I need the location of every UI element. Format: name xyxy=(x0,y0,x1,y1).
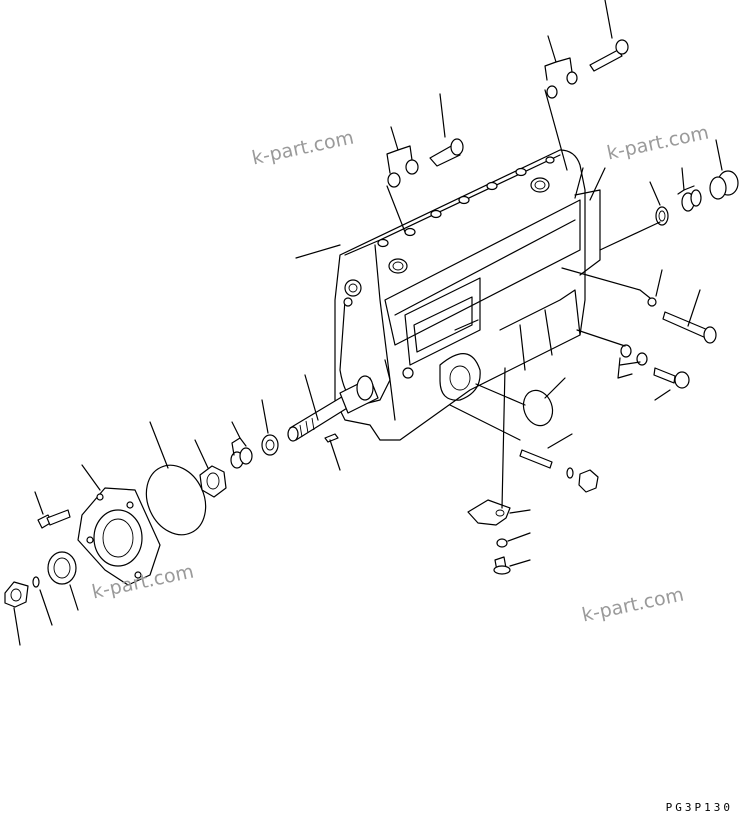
seal-right xyxy=(655,189,702,226)
nut-left xyxy=(199,465,227,498)
o-ring-large xyxy=(145,464,207,536)
washers-top xyxy=(546,71,578,99)
top-ports xyxy=(377,156,555,274)
small-washer-bottom xyxy=(496,538,508,548)
bottom-screw xyxy=(493,556,511,575)
bolt-right xyxy=(620,344,690,389)
drawing-code: PG3P130 xyxy=(665,801,733,814)
o-ring-right xyxy=(522,389,554,427)
washers-mid-top xyxy=(387,159,419,188)
leader-lines xyxy=(13,0,723,646)
bracket xyxy=(467,499,511,526)
bearing xyxy=(47,551,77,585)
bearing-housing-flange xyxy=(77,487,161,586)
screw-top xyxy=(589,39,629,72)
oil-seal xyxy=(261,434,279,456)
stud-nut xyxy=(519,449,599,493)
plug-top xyxy=(429,138,464,167)
drive-shaft xyxy=(287,375,379,442)
pump-housing xyxy=(334,149,601,441)
bolt-left xyxy=(37,509,71,529)
key xyxy=(324,433,339,443)
snap-ring xyxy=(32,576,40,588)
long-bolt xyxy=(647,297,717,344)
cap-nut-right xyxy=(709,170,739,200)
washer-pair-left xyxy=(230,447,253,469)
shaft-nut xyxy=(4,581,29,608)
